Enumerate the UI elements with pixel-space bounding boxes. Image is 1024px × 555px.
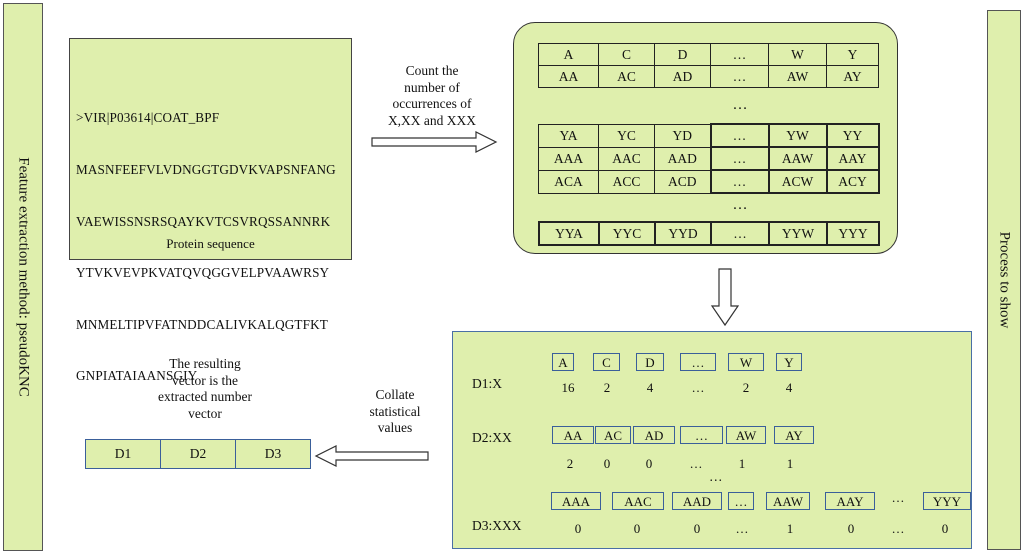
d2-label: D2:XX: [472, 430, 512, 445]
count-occurrences-label: Count the number of occurrences of X,XX …: [387, 63, 477, 128]
d3-kmer-chip: AAA: [551, 492, 601, 510]
d3-kmer-chip: AAC: [612, 492, 664, 510]
d1-count: 4: [646, 380, 654, 395]
d1-kmer-chip: C: [593, 353, 620, 371]
d2-count: 1: [786, 456, 794, 471]
d3-count: …: [735, 521, 749, 536]
d1-kmer-chip: A: [552, 353, 574, 371]
count-arrow: [371, 131, 498, 153]
sequence-line: MNMELTIPVFATNDDCALIVKALQGTFKT: [76, 316, 328, 332]
sequence-line: VAEWISSNSRSQAYKVTCSVRQSSANNRK: [76, 213, 331, 229]
d2-kmer-chip: …: [680, 426, 723, 444]
d2-kmer-chip: AA: [552, 426, 594, 444]
d3-count: 1: [786, 521, 794, 536]
d2-kmer-chip: AY: [774, 426, 814, 444]
d3-kmer-chip: …: [728, 492, 754, 510]
d2-count: 1: [738, 456, 746, 471]
table-row: D1 D2 D3: [85, 439, 311, 469]
d1-count: 16: [561, 380, 575, 395]
right-process-bar: Process to show: [987, 10, 1021, 550]
left-method-bar: Feature extraction method: pseudoKNC: [3, 3, 43, 551]
sequence-line: GNPIATAIAANSGIY: [76, 368, 198, 384]
sequence-line: MASNFEEFVLVDNGGTGDVKVAPSNFANG: [76, 162, 336, 178]
d2-count: 2: [566, 456, 574, 471]
d1-count: 2: [603, 380, 611, 395]
d2-kmer-chip: AC: [595, 426, 631, 444]
ellipsis: …: [732, 97, 748, 113]
d3-kmer-chip: YYY: [923, 492, 971, 510]
protein-sequence-box: >VIR|P03614|COAT_BPF MASNFEEFVLVDNGGTGDV…: [69, 38, 352, 383]
result-vector: D1 D2 D3: [85, 439, 311, 469]
d1-label: D1:X: [472, 376, 502, 391]
collate-label: Collate statistical values: [369, 387, 421, 435]
d2-kmer-chip: AD: [633, 426, 675, 444]
d3-kmer-chip: AAW: [766, 492, 810, 510]
d1-count: …: [691, 380, 705, 395]
d3-kmer-chip: AAY: [825, 492, 875, 510]
protein-caption: Protein sequence: [166, 236, 255, 251]
result-label: The resulting vector is the extracted nu…: [157, 356, 253, 421]
d1-kmer-chip: W: [728, 353, 764, 371]
d3-count: 0: [693, 521, 701, 536]
d3-kmer-chip: AAD: [672, 492, 722, 510]
down-arrow: [710, 268, 740, 327]
d1-kmer-chip: …: [680, 353, 716, 371]
vector-d3: D3: [235, 439, 311, 469]
vector-d1: D1: [85, 439, 161, 469]
d2-kmer-chip: AW: [726, 426, 766, 444]
d3-count: 0: [633, 521, 641, 536]
d3-label: D3:XXX: [472, 518, 522, 533]
collate-arrow: [314, 445, 429, 467]
d3-ellipsis: …: [891, 490, 905, 505]
d1-kmer-chip: Y: [776, 353, 802, 371]
sequence-header: >VIR|P03614|COAT_BPF: [76, 110, 220, 126]
vector-d2: D2: [160, 439, 236, 469]
d2-count: 0: [645, 456, 653, 471]
ellipsis: …: [732, 197, 748, 213]
d1-count: 4: [785, 380, 793, 395]
d2-count: …: [689, 456, 703, 471]
d2-count: 0: [603, 456, 611, 471]
ellipsis: …: [709, 469, 723, 484]
d1-kmer-chip: D: [636, 353, 664, 371]
d3-count: …: [891, 521, 905, 536]
d1-count: 2: [742, 380, 750, 395]
sequence-line: YTVKVEVPKVATQVQGGVELPVAAWRSY: [76, 265, 330, 281]
d3-count: 0: [847, 521, 855, 536]
d3-count: 0: [941, 521, 949, 536]
d3-count: 0: [574, 521, 582, 536]
